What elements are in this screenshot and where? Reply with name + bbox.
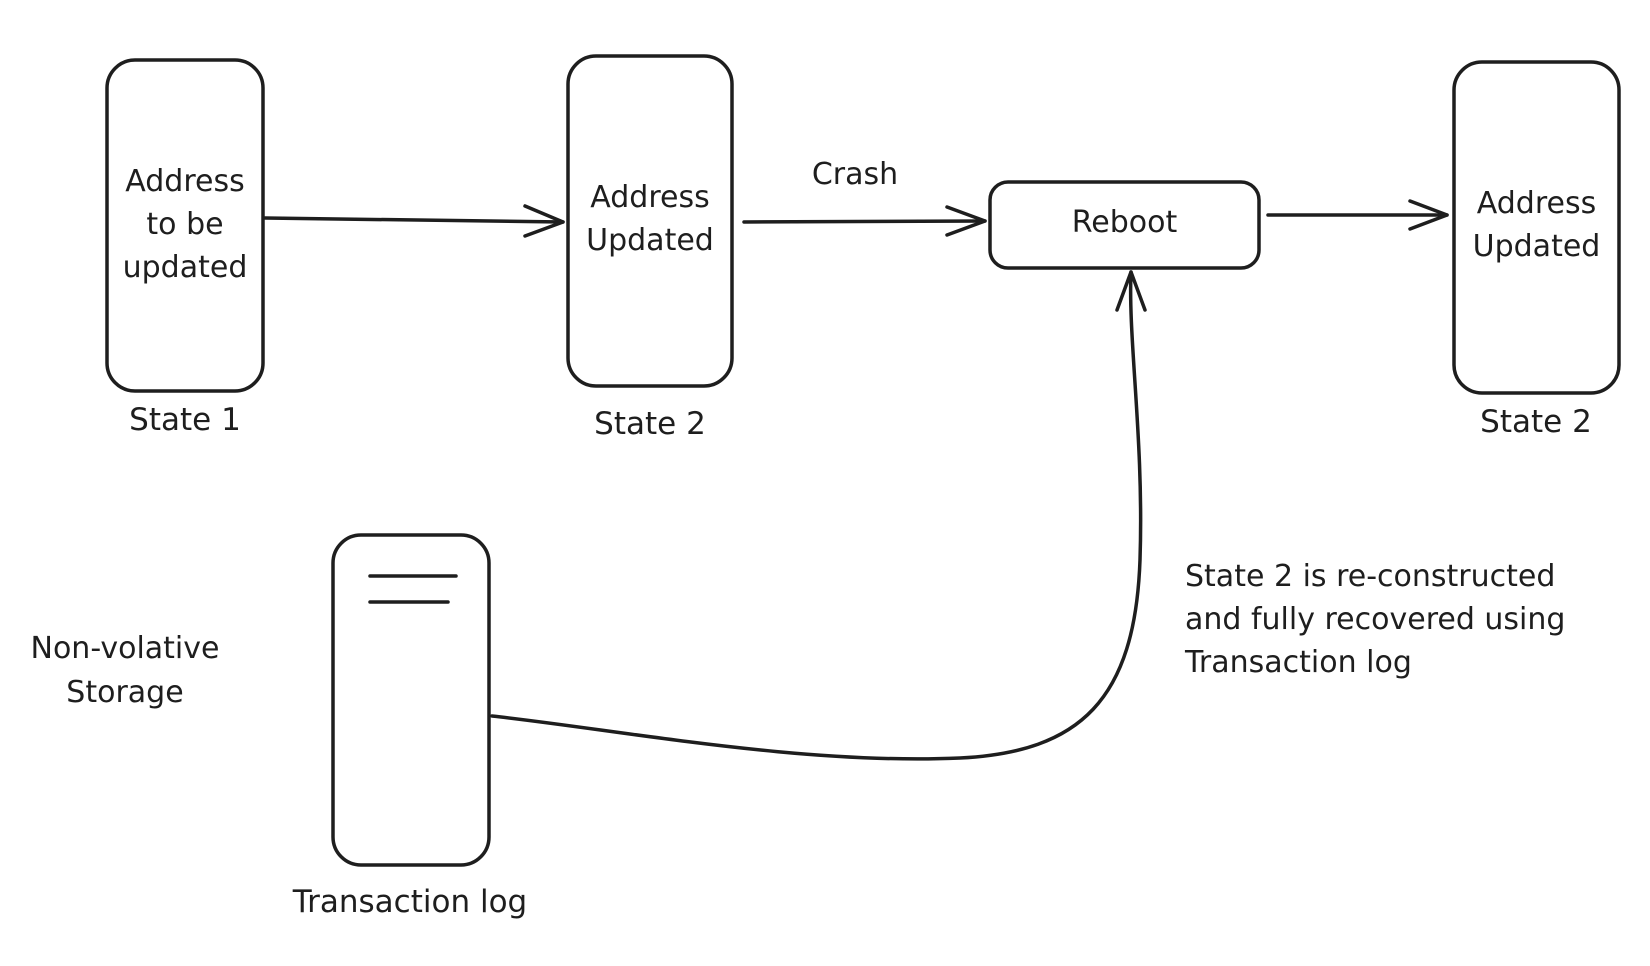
state-2-caption: State 2 bbox=[594, 406, 706, 442]
arrow-state2-to-reboot bbox=[742, 219, 987, 224]
state-1-box-text: Address to be updated bbox=[107, 160, 263, 289]
final-state-2-box-text: Address Updated bbox=[1454, 182, 1619, 268]
recovery-note-line-1: State 2 is re-constructed bbox=[1185, 559, 1556, 594]
recovery-note: State 2 is re-constructed and fully reco… bbox=[1185, 555, 1630, 684]
transaction-log-caption: Transaction log bbox=[292, 884, 528, 920]
state-1-box[interactable] bbox=[105, 58, 265, 393]
arrow-log-to-reboot bbox=[490, 270, 1143, 761]
final-state-2-line-1: Address bbox=[1476, 186, 1597, 221]
reboot-box[interactable] bbox=[988, 180, 1261, 270]
arrowhead-reboot-bottom bbox=[1115, 270, 1147, 312]
final-state-2-box[interactable] bbox=[1452, 60, 1621, 395]
state-2-line-1: Address bbox=[590, 180, 710, 215]
state-1-line-3: updated bbox=[122, 250, 248, 285]
state-1-line-2: to be bbox=[146, 207, 224, 242]
crash-label: Crash bbox=[811, 157, 899, 192]
arrow-state1-to-state2 bbox=[263, 216, 565, 224]
transaction-log-box[interactable] bbox=[331, 533, 491, 867]
state-2-box[interactable] bbox=[566, 54, 734, 388]
reboot-label: Reboot bbox=[1071, 205, 1178, 240]
storage-label-line-1: Non-volative bbox=[30, 631, 220, 666]
arrowhead-reboot bbox=[945, 205, 987, 237]
arrowhead-state2 bbox=[523, 204, 565, 238]
arrowhead-final-state bbox=[1408, 199, 1449, 231]
recovery-note-line-3: Transaction log bbox=[1185, 645, 1412, 680]
final-state-2-caption: State 2 bbox=[1480, 404, 1592, 440]
final-state-2-line-2: Updated bbox=[1472, 229, 1601, 264]
recovery-note-line-2: and fully recovered using bbox=[1185, 602, 1566, 637]
state-1-line-1: Address bbox=[125, 164, 245, 199]
storage-label: Non-volative Storage bbox=[10, 627, 240, 715]
state-2-line-2: Updated bbox=[586, 223, 714, 258]
storage-label-line-2: Storage bbox=[66, 675, 184, 710]
state-1-caption: State 1 bbox=[129, 402, 241, 438]
state-2-box-text: Address Updated bbox=[568, 176, 732, 262]
